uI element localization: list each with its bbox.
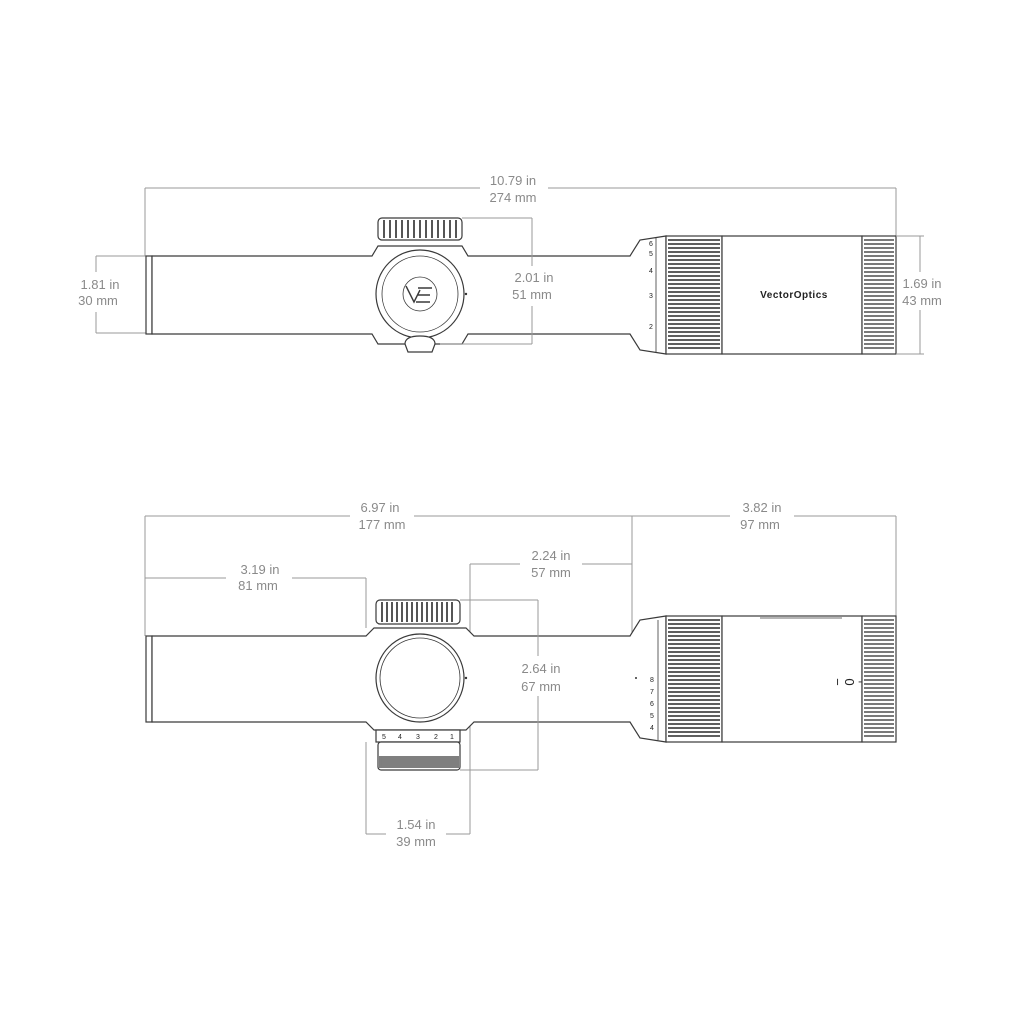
top-zoom-mark-2: 2 [649, 324, 653, 331]
objective-to-turret-mm: 81 mm [238, 578, 278, 593]
overall-length-in: 10.79 in [490, 173, 536, 188]
top-zoom-mark-6: 6 [649, 241, 653, 248]
side-zoom-knurl [668, 619, 720, 737]
dim-overall-length: 10.79 in 274 mm [144, 173, 897, 256]
turret-width-in: 1.54 in [396, 817, 435, 832]
side-top-turret-knurl [381, 602, 453, 622]
front-to-turret-in: 6.97 in [360, 500, 399, 515]
eyepiece-length-in: 3.82 in [742, 500, 781, 515]
turret-to-eyepiece-mm: 57 mm [531, 565, 571, 580]
side-eyepiece-knurl [864, 619, 894, 737]
side-zoom-mark-7: 7 [650, 689, 654, 696]
illum-mark-1: 1 [450, 734, 454, 741]
diopter-mark-minus: − [830, 678, 845, 686]
illum-mark-5: 5 [382, 734, 386, 741]
overall-length-mm: 274 mm [490, 190, 537, 205]
top-zoom-knurl [668, 239, 720, 349]
dim-turret-height: 2.01 in 51 mm [440, 217, 554, 345]
illum-mark-3: 3 [416, 734, 420, 741]
side-bottom-dial-knurl [379, 756, 459, 768]
turret-height-in: 2.01 in [514, 270, 553, 285]
dim-turret-width: 1.54 in 39 mm [365, 742, 470, 849]
turret-total-height-mm: 67 mm [521, 679, 561, 694]
turret-width-mm: 39 mm [396, 834, 436, 849]
eyepiece-length-mm: 97 mm [740, 517, 780, 532]
objective-tube-mm: 30 mm [78, 293, 118, 308]
side-zoom-mark-8: 8 [650, 677, 654, 684]
dim-objective-to-turret: 3.19 in 81 mm [145, 562, 367, 628]
dim-turret-total-height: 2.64 in 67 mm [460, 599, 561, 771]
illum-mark-2: 2 [434, 734, 438, 741]
dim-objective-tube: 1.81 in 30 mm [78, 255, 147, 334]
top-eyepiece-knurl [864, 239, 894, 349]
objective-to-turret-in: 3.19 in [240, 562, 279, 577]
side-zoom-mark-4: 4 [650, 725, 654, 732]
front-to-turret-mm: 177 mm [359, 517, 406, 532]
dim-eyepiece-length: 3.82 in 97 mm [632, 500, 897, 618]
dim-eyepiece-diameter: 1.69 in 43 mm [896, 235, 942, 355]
scope-top-outline: 6 5 4 3 2 VectorOptics [145, 217, 897, 355]
diopter-mark-zero: 0 [842, 678, 857, 685]
side-zoom-mark-5: 5 [650, 713, 654, 720]
top-view: 10.79 in 274 mm 1.81 in 30 mm [78, 173, 942, 355]
objective-tube-in: 1.81 in [80, 277, 119, 292]
side-view: 6.97 in 177 mm 3.82 in 97 mm 3.19 in 81 … [144, 500, 897, 849]
top-zoom-mark-3: 3 [649, 293, 653, 300]
brand-label: VectorOptics [760, 290, 828, 301]
turret-to-eyepiece-in: 2.24 in [531, 548, 570, 563]
top-turret-knurl [383, 220, 457, 238]
top-zoom-mark-4: 4 [649, 268, 653, 275]
eyepiece-diameter-mm: 43 mm [902, 293, 942, 308]
illum-mark-4: 4 [398, 734, 402, 741]
vector-optics-logo-icon [405, 285, 432, 304]
side-zoom-mark-6: 6 [650, 701, 654, 708]
turret-height-mm: 51 mm [512, 287, 552, 302]
dim-front-to-turret: 6.97 in 177 mm [144, 500, 633, 636]
top-zoom-mark-5: 5 [649, 251, 653, 258]
eyepiece-diameter-in: 1.69 in [902, 276, 941, 291]
turret-total-height-in: 2.64 in [521, 661, 560, 676]
